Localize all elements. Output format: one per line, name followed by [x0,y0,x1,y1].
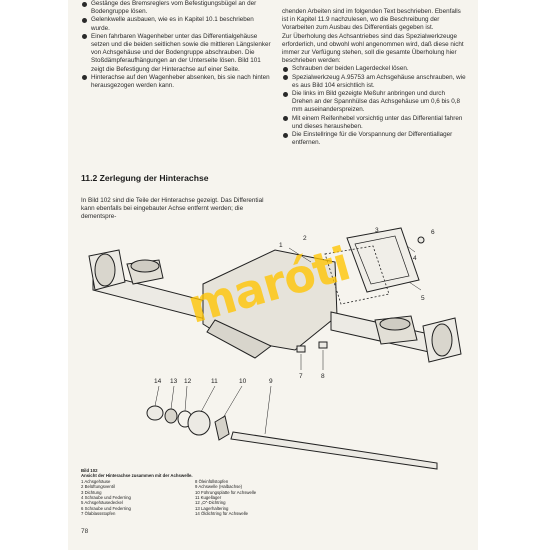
callout-13: 13 [170,378,178,385]
legend-item: 8 Öleinfüllstopfen [195,478,229,484]
caption-subtitle: Ansicht der Hinterachse zusammen mit der… [81,473,193,479]
legend-item: 7 Ölablassstopfen [81,511,116,517]
callout-7: 7 [299,373,303,380]
bullet-item: Gelenkwelle ausbauen, wie es in Kapitel … [81,16,271,32]
page-number: 78 [81,528,89,535]
callout-3: 3 [375,227,379,234]
bullet-item: Die Einstellringe für die Vorspannung de… [282,131,466,147]
bullet-item: Mit einem Reifenhebel vorsichtig unter d… [282,115,466,131]
bullet-item: Einen fahrbaren Wagenheber unter das Dif… [81,33,271,74]
legend-item: 6 Schraube und Federring [81,505,131,511]
axle-shaft [230,431,438,470]
spring-seat-right [379,317,411,331]
legend-item: 14 Öldichtring für Achswelle [195,511,249,517]
bullet-item: Schrauben der beiden Lagerdeckel lösen. [282,65,466,73]
rear-axle-illustration: 1 2 3 4 5 6 7 8 9 10 11 12 13 14 [88,227,462,470]
housing-cover [346,227,420,293]
left-column: Gestänge des Bremsreglers vom Befestigun… [81,0,271,90]
legend-item: 9 Achswelle (Halbachse) [195,484,243,490]
differential-housing [202,249,338,351]
flange-hole-left [94,253,116,287]
leader-line [288,247,312,263]
leader-line [184,385,188,412]
legend-item: 10 Führungsplatte für Achswelle [195,489,257,495]
figure-caption: Bild 102 Ansicht der Hinterachse zusamme… [81,468,341,517]
section-heading: 11.2 Zerlegung der Hinterachse [81,173,209,183]
callout-4: 4 [413,255,417,262]
callout-5: 5 [421,295,425,302]
callout-1: 1 [279,242,283,249]
callout-8: 8 [321,373,325,380]
legend-item: 3 Dichtung [81,489,102,495]
bearing-retaining-ring [164,408,178,424]
leader-line [264,385,272,435]
callout-2: 2 [303,235,307,242]
intro-paragraph: In Bild 102 sind die Teile der Hinterach… [81,197,264,221]
legend-list: 1 Achsgehäuse 8 Öleinfüllstopfen 2 Belüf… [81,479,341,517]
caption-title: Bild 102 [81,468,98,473]
callout-14: 14 [154,378,162,385]
flange-hole-right [431,323,453,357]
legend-item: 1 Achsgehäuse [81,478,111,484]
bullet-item: Gestänge des Bremsreglers vom Befestigun… [81,0,271,16]
filler-plug [318,341,328,349]
legend-item: 2 Belüftungsventil [81,484,115,490]
callout-9: 9 [269,378,273,385]
leader-line [154,385,160,407]
cover-bolt [417,236,425,244]
leader-line [200,385,216,413]
legend-item: 4 Schraube und Federring [81,495,131,501]
callout-10: 10 [239,378,247,385]
legend-item: 13 Lagerhaltering [195,505,229,511]
ball-bearing [187,410,211,436]
leader-line [408,281,422,291]
legend-item: 11 Kugellager [195,495,222,501]
oil-seal [146,405,164,421]
cover-rim [354,235,410,285]
callout-11: 11 [211,378,218,385]
bullet-item: Hinterachse auf den Wagenheber absenken,… [81,74,271,90]
guide-plate [214,415,230,441]
leader-line [406,245,416,253]
leader-line [170,385,175,410]
callout-6: 6 [431,229,435,236]
legend-item: 12 „O“-Dichtring [195,500,226,506]
leader-line [222,385,243,419]
cover-gasket [324,245,390,305]
spring-seat-left [130,259,160,273]
paragraph: Zur Überholung des Achsantriebes sind da… [282,32,464,65]
bullet-item: Die links im Bild gezeigte Meßuhr anbrin… [282,90,466,115]
bullet-item: Spezialwerkzeug A.95753 am Achsgehäuse a… [282,74,466,90]
right-column: chenden Arbeiten sind im folgenden Text … [282,8,466,147]
drain-plug [296,345,306,353]
housing-underside [206,319,272,359]
callout-12: 12 [184,378,192,385]
paragraph: chenden Arbeiten sind im folgenden Text … [282,8,461,32]
legend-item: 5 Achsgehäusedeckel [81,500,123,506]
